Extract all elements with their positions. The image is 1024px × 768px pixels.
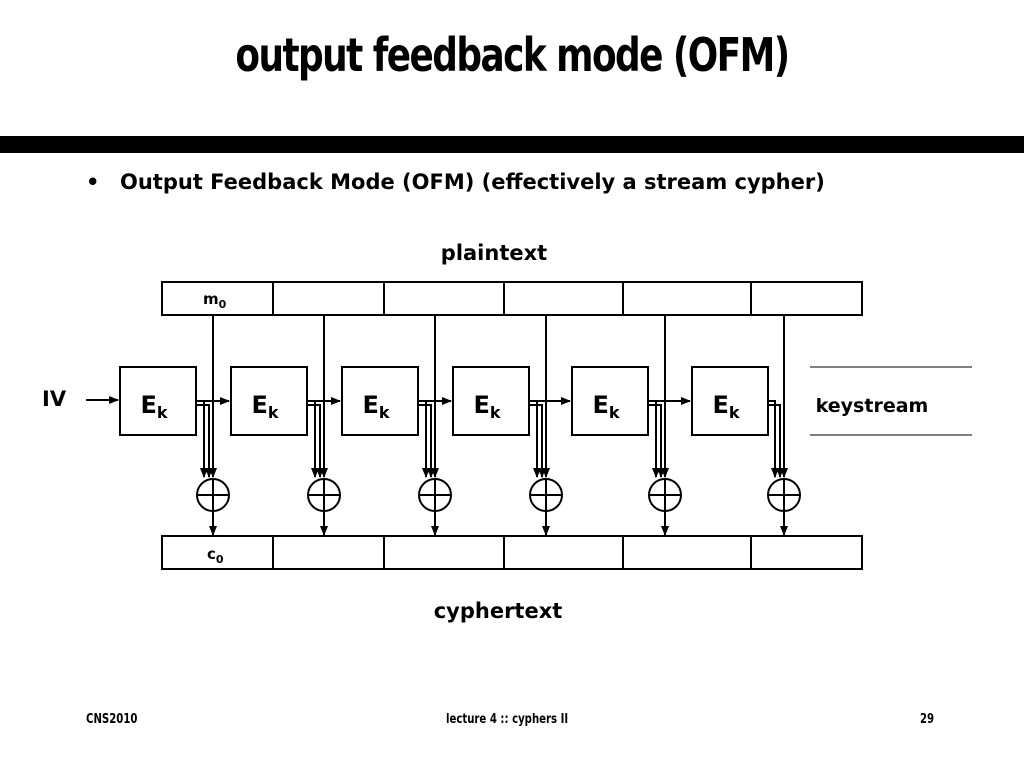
iv-label: IV: [42, 387, 67, 411]
keystream-arrow-a-1: [196, 400, 208, 478]
bullet-dot-icon: •: [86, 170, 100, 194]
cipher-stages: Ek Ek Ek Ek Ek Ek: [119, 315, 801, 536]
cipher-block-label-5: Ek: [592, 391, 619, 422]
keystream-arrow-b-5: [648, 404, 665, 478]
keystream-arrow-a-3: [418, 400, 430, 478]
keystream-arrow-a-2: [307, 400, 319, 478]
keystream-label: keystream: [816, 395, 929, 417]
keystream-arrow-a-4: [529, 400, 541, 478]
cipher-block-6: [691, 366, 769, 436]
title-rule: [0, 136, 1024, 153]
cipher-block-2: [230, 366, 308, 436]
keystream-annotation: keystream: [810, 366, 972, 436]
cipher-block-4: [452, 366, 530, 436]
plaintext-label: plaintext: [441, 241, 547, 265]
m0-cell-label: m0: [203, 290, 227, 311]
c0-cell-label: c0: [207, 545, 224, 566]
cipher-block-label-4: Ek: [473, 391, 500, 422]
cipher-block-label-2: Ek: [251, 391, 278, 422]
bullet-item: • Output Feedback Mode (OFM) (effectively…: [86, 170, 825, 194]
footer-center: lecture 4 :: cyphers II: [446, 712, 569, 727]
cipher-block-1: [119, 366, 197, 436]
keystream-arrow-a-6: [768, 400, 779, 478]
footer-left: CNS2010: [86, 712, 138, 727]
cipher-block-3: [341, 366, 419, 436]
cyphertext-strip: c0: [161, 535, 863, 570]
cipher-block-label-6: Ek: [712, 391, 739, 422]
bullet-text: Output Feedback Mode (OFM) (effectively …: [120, 170, 825, 194]
keystream-arrow-b-2: [307, 404, 324, 478]
keystream-arrow-b-6: [768, 404, 784, 478]
cipher-block-5: [571, 366, 649, 436]
keystream-arrow-a-5: [648, 400, 660, 478]
plaintext-strip: m0: [161, 281, 863, 316]
slide-title: output feedback mode (OFM): [235, 28, 790, 82]
cipher-block-label-3: Ek: [362, 391, 389, 422]
cipher-block-label-1: Ek: [140, 391, 167, 422]
footer-right: 29: [920, 712, 935, 727]
cyphertext-label: cyphertext: [434, 599, 563, 623]
keystream-arrow-b-4: [529, 404, 546, 478]
keystream-arrow-b-3: [418, 404, 435, 478]
keystream-arrow-b-1: [196, 404, 213, 478]
